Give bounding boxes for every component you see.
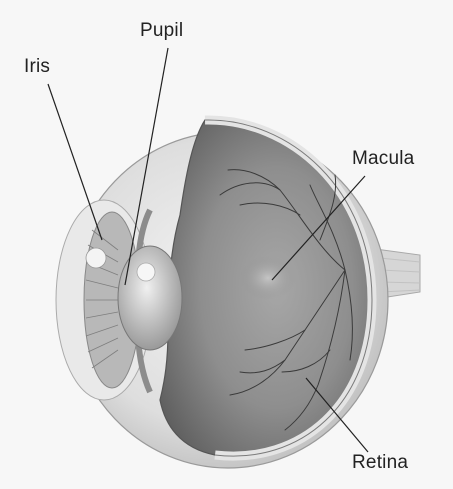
lens [118, 246, 182, 350]
iris-highlight [86, 248, 106, 268]
lens-highlight [137, 263, 155, 281]
iris-leader-line [48, 84, 102, 240]
iris-label: Iris [24, 56, 50, 78]
retina-label: Retina [352, 452, 408, 474]
pupil-label: Pupil [140, 20, 183, 42]
macula-label: Macula [352, 148, 414, 170]
